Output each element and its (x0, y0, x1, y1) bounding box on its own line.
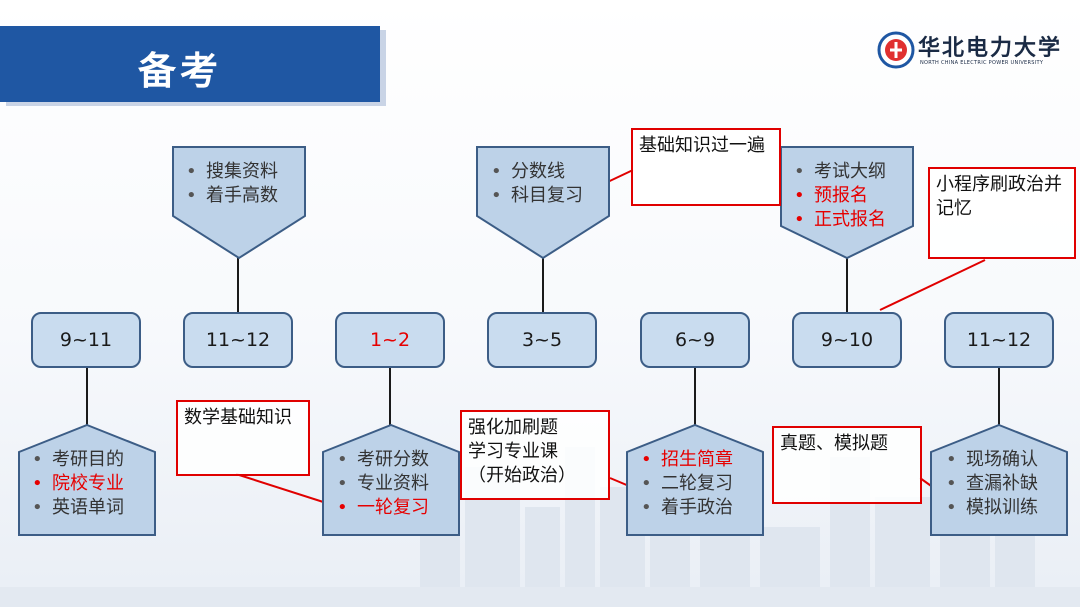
month-box-highlight: 1~2 (335, 312, 445, 368)
month-box: 3~5 (487, 312, 597, 368)
month-box: 9~11 (31, 312, 141, 368)
note-intensive: 强化加刷题 学习专业课 （开始政治） (460, 410, 610, 500)
bottom-box-2-list: •考研分数 •专业资料 •一轮复习 (331, 448, 429, 520)
top-box-2-list: •分数线 •科目复习 (485, 160, 583, 208)
list-item: •科目复习 (491, 185, 583, 206)
bottom-box-4-list: •现场确认 •查漏补缺 •模拟训练 (940, 448, 1038, 520)
top-box-2-shape (476, 146, 610, 260)
note-real-mock: 真题、模拟题 (772, 426, 922, 504)
title-bar (0, 26, 380, 102)
slide-title: 备考 (138, 49, 223, 93)
list-item: •院校专业 (32, 473, 124, 494)
note-text: 真题、模拟题 (780, 433, 888, 454)
month-box: 11~12 (944, 312, 1054, 368)
top-box-1-shape (172, 146, 306, 260)
list-item: •着手政治 (641, 497, 733, 518)
list-item: •查漏补缺 (946, 473, 1038, 494)
note-text: （开始政治） (468, 465, 576, 486)
top-box-1-list: •搜集资料 •着手高数 (180, 160, 278, 208)
list-item: •考研分数 (337, 449, 429, 470)
month-box: 9~10 (792, 312, 902, 368)
top-box-3-shape (780, 146, 914, 260)
note-math-basic: 数学基础知识 (176, 400, 310, 476)
list-item: •正式报名 (794, 209, 886, 230)
bottom-box-2-shape (322, 424, 460, 536)
note-pointer-line (879, 259, 986, 311)
note-text: 小程序刷政治并 (936, 174, 1062, 195)
list-item: •预报名 (794, 185, 868, 206)
list-item: •二轮复习 (641, 473, 733, 494)
note-basic-once: 基础知识过一遍 (631, 128, 781, 206)
list-item: •现场确认 (946, 449, 1038, 470)
list-item: •着手高数 (186, 185, 278, 206)
list-item: •考研目的 (32, 449, 124, 470)
note-text: 强化加刷题 (468, 417, 558, 438)
bottom-box-1-list: •考研目的 •院校专业 •英语单词 (26, 448, 124, 520)
month-box: 6~9 (640, 312, 750, 368)
list-item: •搜集资料 (186, 161, 278, 182)
list-item: •考试大纲 (794, 161, 886, 182)
note-text: 数学基础知识 (184, 407, 292, 428)
note-mini-program: 小程序刷政治并 记忆 (928, 167, 1076, 259)
list-item: •英语单词 (32, 497, 124, 518)
top-box-3-list: •考试大纲 •预报名 •正式报名 (788, 160, 886, 232)
note-text: 学习专业课 (468, 441, 558, 462)
university-logo-icon (877, 31, 915, 69)
note-text: 基础知识过一遍 (639, 135, 765, 156)
bottom-box-3-shape (626, 424, 764, 536)
list-item: •分数线 (491, 161, 565, 182)
bottom-box-4-shape (930, 424, 1068, 536)
list-item: •模拟训练 (946, 497, 1038, 518)
bottom-box-3-list: •招生简章 •二轮复习 •着手政治 (635, 448, 733, 520)
note-text: 记忆 (936, 198, 972, 219)
list-item: •一轮复习 (337, 497, 429, 518)
month-box: 11~12 (183, 312, 293, 368)
university-name-en: NORTH CHINA ELECTRIC POWER UNIVERSITY (920, 60, 1044, 66)
list-item: •招生简章 (641, 449, 733, 470)
bottom-box-1-shape (18, 424, 156, 536)
list-item: •专业资料 (337, 473, 429, 494)
university-name-cn: 华北电力大学 (918, 35, 1063, 61)
